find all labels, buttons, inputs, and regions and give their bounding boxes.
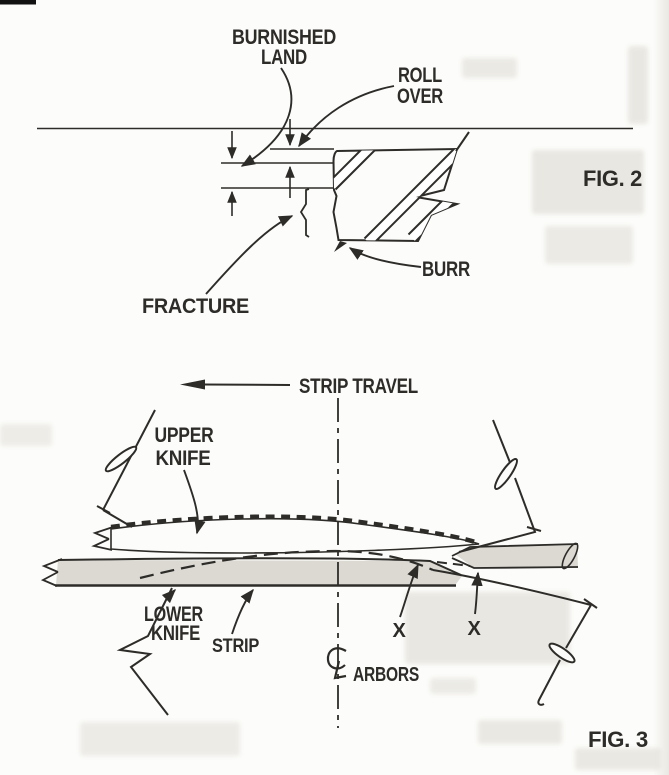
fig3-caption: FIG. 3 xyxy=(588,727,648,752)
top-left-rule xyxy=(0,0,36,5)
upper-knife-body-edges xyxy=(96,409,542,553)
upper-knife-serrated-edge xyxy=(110,514,479,546)
edge-overshoot-line xyxy=(455,131,470,152)
label-strip: STRIP xyxy=(212,636,260,657)
fig3-slitting-diagram: STRIP TRAVEL UPPER KNIFE LOWER KNIFE STR… xyxy=(40,375,648,752)
strip-right-section xyxy=(455,544,578,568)
centerline-symbol xyxy=(326,647,347,680)
lower-knife-right-arc xyxy=(432,569,592,606)
label-roll-over: ROLL xyxy=(398,64,442,87)
leader-arrows xyxy=(205,67,422,295)
fig3-leader-arrows xyxy=(161,469,483,635)
label-upper-knife: KNIFE xyxy=(156,447,211,470)
upper-knife-section xyxy=(110,517,480,554)
label-x-left: X xyxy=(392,620,406,642)
label-strip-travel: STRIP TRAVEL xyxy=(299,375,418,398)
strip-break-mark xyxy=(561,542,579,570)
label-x-right: X xyxy=(467,618,481,640)
strip-travel-arrow xyxy=(202,383,291,386)
label-arbors: ARBORS xyxy=(353,664,419,686)
fig2-sheared-edge-diagram: BURNISHED LAND ROLL OVER FRACTURE BURR F… xyxy=(142,26,642,318)
fracture-brace xyxy=(299,188,310,238)
label-burnished-land: BURNISHED xyxy=(232,26,336,49)
strip-left-section xyxy=(56,560,462,585)
label-fracture: FRACTURE xyxy=(142,295,249,318)
label-burr: BURR xyxy=(422,258,470,281)
label-upper-knife: UPPER xyxy=(155,424,214,447)
fig2-caption: FIG. 2 xyxy=(583,166,642,191)
burr-spike xyxy=(334,241,347,252)
lower-knife-body-edges xyxy=(116,587,598,716)
label-roll-over: OVER xyxy=(397,85,443,108)
label-lower-knife: LOWER xyxy=(144,603,203,626)
knife-break-tick xyxy=(91,526,114,551)
strip-travel-arrowhead xyxy=(180,379,205,390)
strip-break-tick xyxy=(40,558,63,587)
label-lower-knife: KNIFE xyxy=(151,622,200,645)
label-burnished-land: LAND xyxy=(261,46,307,69)
section-hatching xyxy=(333,149,457,241)
dimension-lines xyxy=(221,119,334,216)
